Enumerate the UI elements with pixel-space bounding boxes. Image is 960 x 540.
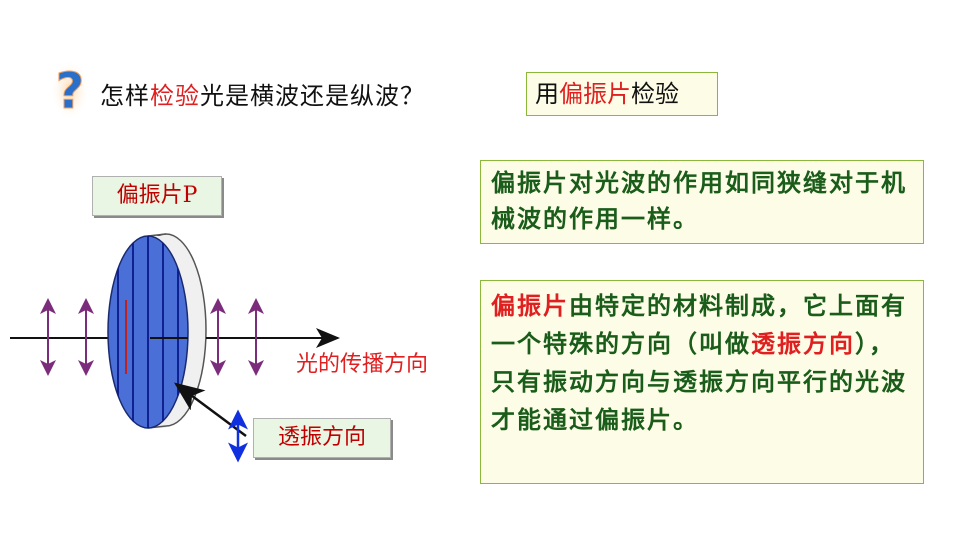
light-direction-label: 光的传播方向 xyxy=(296,352,429,377)
svg-text:?: ? xyxy=(55,62,84,118)
polarizer-diagram xyxy=(10,233,340,463)
method-prefix: 用 xyxy=(535,80,559,108)
method-highlight: 偏振片 xyxy=(559,80,631,108)
note1-text: 偏振片对光波的作用如同狭缝对于机械波的作用一样。 xyxy=(491,169,907,233)
note-slit-analogy: 偏振片对光波的作用如同狭缝对于机械波的作用一样。 xyxy=(480,160,924,244)
method-box: 用偏振片检验 xyxy=(526,72,718,116)
question-mark-icon: ? xyxy=(52,62,88,118)
question-text: 怎样检验光是横波还是纵波？ xyxy=(100,76,425,111)
question-highlight: 检验 xyxy=(150,82,200,110)
transmission-label: 透振方向 xyxy=(253,418,391,458)
note-polarizer-description: 偏振片由特定的材料制成，它上面有一个特殊的方向（叫做透振方向），只有振动方向与透… xyxy=(480,280,924,484)
method-suffix: 检验 xyxy=(631,80,679,108)
note2-text1: 由特定的材料制成，它上面有一个特殊的方向（叫做 xyxy=(491,292,907,358)
polarizer-label: 偏振片P xyxy=(92,176,222,216)
note2-highlight2: 透振方向 xyxy=(751,330,855,358)
note2-highlight1: 偏振片 xyxy=(491,292,569,320)
note2-text2: ），只有振动方向与透振方向平行的光波才能通过偏振片。 xyxy=(491,330,907,434)
question-part1: 怎样 xyxy=(100,82,150,110)
question-part2: 光是横波还是纵波？ xyxy=(200,82,425,110)
